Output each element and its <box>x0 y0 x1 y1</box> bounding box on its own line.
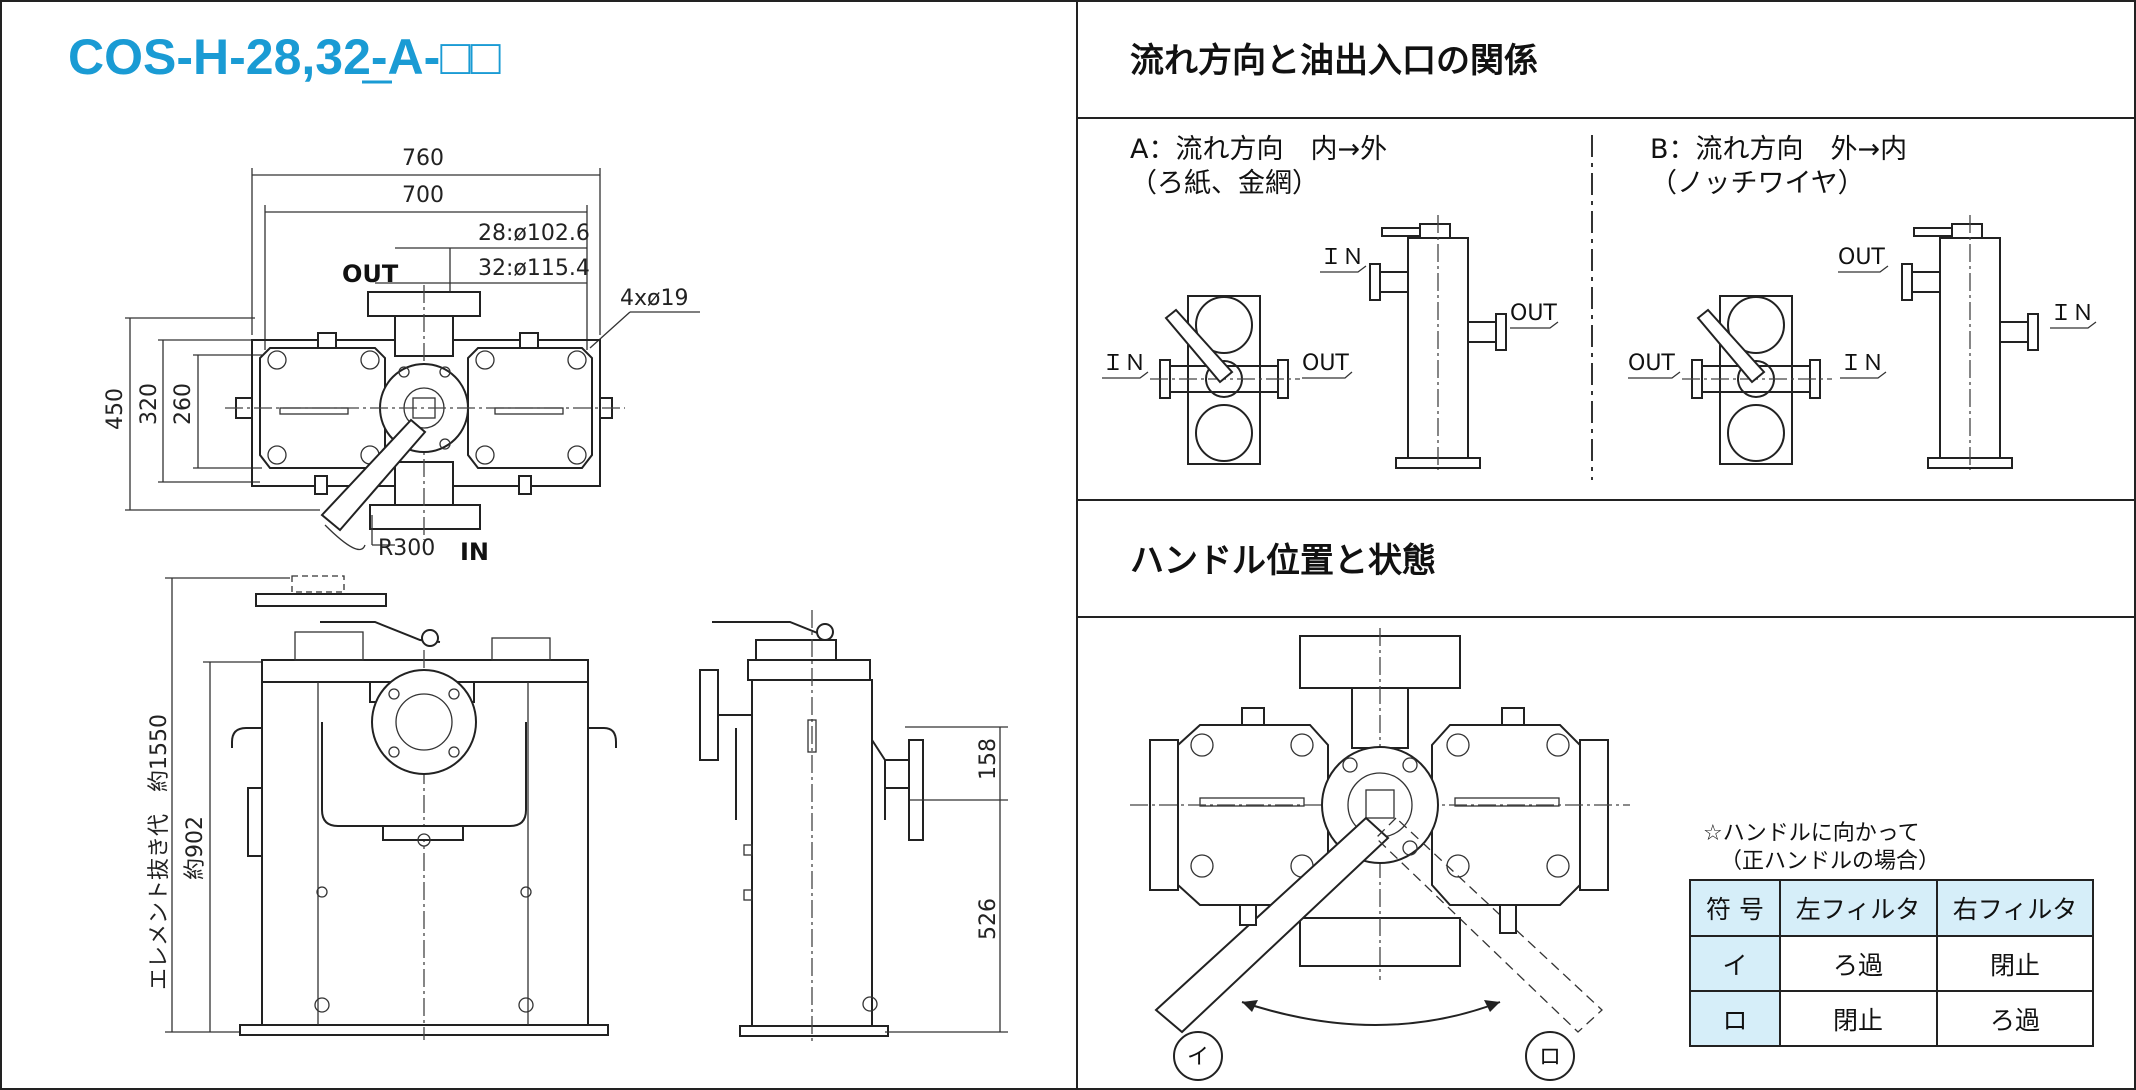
dim-158: 158 <box>976 738 1001 780</box>
handle-diagram: イ ロ <box>1130 628 1630 1081</box>
flow-a-in-elev: ＩＮ <box>1320 245 1364 270</box>
dim-dia-28: 28:ø102.6 <box>478 221 590 246</box>
table-row2-code: ロ <box>1722 1006 1747 1035</box>
dim-element-removal: エレメント抜き代 約1550 <box>147 714 172 990</box>
handle-heading: ハンドル位置と状態 <box>1130 541 1436 581</box>
dim-dia-32: 32:ø115.4 <box>478 256 590 281</box>
label-in-top: IN <box>460 538 489 566</box>
flow-b-out-left: OUT <box>1628 351 1675 376</box>
label-r300: R300 <box>378 536 435 561</box>
dim-760: 760 <box>402 146 444 171</box>
dim-526: 526 <box>976 898 1001 940</box>
table-header-left: 左フィルタ <box>1796 895 1921 924</box>
table-row2-left: 閉止 <box>1833 1006 1883 1035</box>
flow-b-out-elev: OUT <box>1838 245 1885 270</box>
flow-b-line2: （ノッチワイヤ） <box>1650 168 1865 199</box>
dim-700: 700 <box>402 183 444 208</box>
flow-b-diagram: OUT ＩＮ OUT ＩＮ <box>1628 215 2097 470</box>
table-row2-right: ろ過 <box>1990 1006 2040 1035</box>
pos-ro-label: ロ <box>1539 1045 1561 1070</box>
flow-b-in-elev: ＩＮ <box>2050 301 2094 326</box>
dim-holes: 4xø19 <box>620 286 688 311</box>
handle-note-1: ☆ハンドルに向かって <box>1703 821 1920 846</box>
label-out-top: OUT <box>342 260 399 288</box>
flow-a-line2: （ろ紙、金網） <box>1130 168 1319 199</box>
front-view: エレメント抜き代 約1550 約902 <box>147 575 617 1040</box>
dim-height: 約902 <box>183 816 208 880</box>
dim-320: 320 <box>137 383 162 425</box>
handle-note-2: （正ハンドルの場合） <box>1720 849 1940 874</box>
table-row1-left: ろ過 <box>1833 951 1883 980</box>
flow-a-out-right: OUT <box>1302 351 1349 376</box>
top-view: 760 700 28:ø102.6 32:ø115.4 4xø19 OUT 45… <box>103 146 700 566</box>
table-row1-right: 閉止 <box>1990 951 2040 980</box>
dim-260: 260 <box>171 383 196 425</box>
table-header-right: 右フィルタ <box>1953 895 2078 924</box>
dim-450: 450 <box>103 388 128 430</box>
side-view: 158 526 <box>699 610 1008 1042</box>
pos-i-label: イ <box>1187 1045 1209 1070</box>
flow-b-in-right: ＩＮ <box>1840 351 1884 376</box>
flow-heading: 流れ方向と油出入口の関係 <box>1130 41 1538 81</box>
table-row1-code: イ <box>1722 951 1747 980</box>
state-table: 符 号 左フィルタ 右フィルタ イ ろ過 閉止 ロ 閉止 ろ過 <box>1689 879 2094 1047</box>
table-header-code: 符 号 <box>1706 895 1764 924</box>
flow-a-diagram: ＩＮ OUT ＩＮ OUT <box>1102 215 1559 470</box>
flow-a-in-left: ＩＮ <box>1102 351 1146 376</box>
model-title: COS-H-28,32-A-□□ <box>68 29 501 85</box>
flow-b-line1: B：流れ方向 外→内 <box>1650 134 1907 165</box>
flow-a-line1: A：流れ方向 内→外 <box>1130 134 1387 165</box>
flow-a-out-elev: OUT <box>1510 301 1557 326</box>
